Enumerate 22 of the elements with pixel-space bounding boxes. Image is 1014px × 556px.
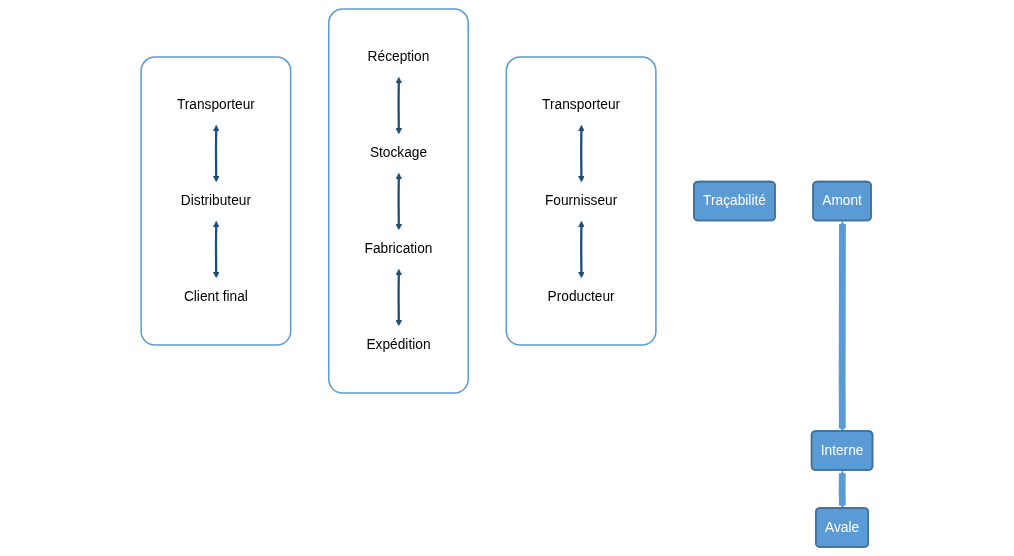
node-text: Transporteur	[177, 97, 256, 113]
cluster	[140, 56, 292, 346]
arrow	[213, 124, 220, 183]
node-text: Expédition	[366, 337, 431, 353]
node-text: Producteur	[547, 289, 615, 305]
node-text: Réception	[367, 49, 430, 65]
arrow	[578, 124, 585, 183]
arrow	[395, 268, 403, 327]
arrow	[838, 470, 846, 509]
arrow	[213, 220, 220, 279]
arrow	[838, 220, 847, 432]
cluster	[505, 56, 657, 346]
node-text: Fabrication	[364, 241, 433, 257]
node-text: Transporteur	[542, 97, 621, 113]
node-text: Client final	[184, 289, 249, 305]
node-text: Stockage	[370, 145, 428, 161]
node-text: Fournisseur	[545, 193, 618, 209]
cluster	[328, 8, 470, 394]
node-text: Distributeur	[181, 193, 252, 209]
arrow	[395, 76, 403, 135]
arrow	[395, 172, 403, 231]
arrow	[578, 220, 585, 279]
